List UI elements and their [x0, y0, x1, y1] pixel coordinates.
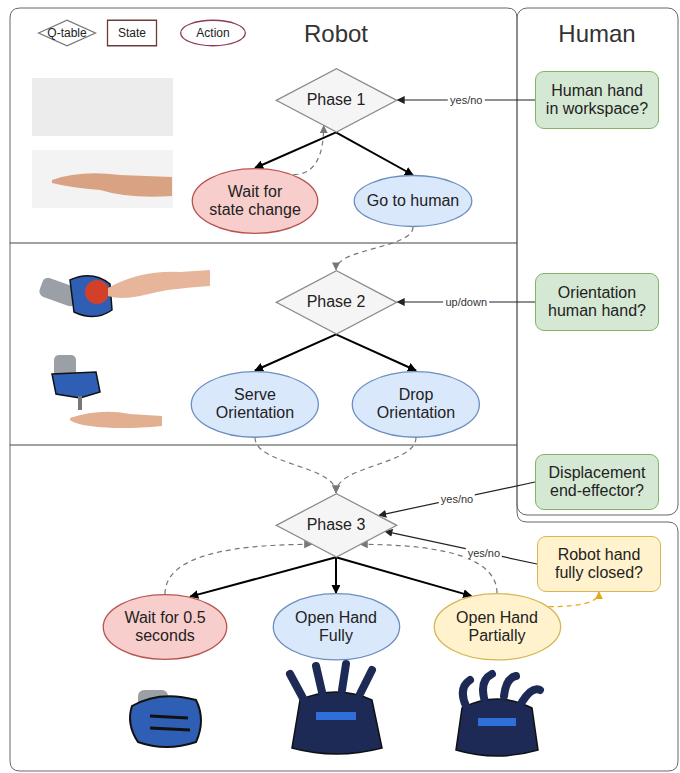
node-text: Phase 1 — [307, 91, 366, 109]
connector-arrow — [549, 592, 599, 607]
node-text: Human hand in workspace? — [545, 82, 649, 119]
phase-divider — [10, 445, 517, 446]
node-text: Phase 3 — [307, 516, 366, 534]
empty-workspace-photo — [32, 78, 173, 136]
human-panel — [517, 8, 678, 515]
legend-item: State — [107, 20, 157, 46]
connector-arrow — [336, 227, 413, 270]
edge-label: up/down — [443, 296, 489, 308]
legend-text: State — [118, 26, 146, 40]
legend-text: Q-table — [47, 26, 86, 40]
connector-arrow — [255, 334, 336, 370]
action-ellipse: Wait for 0.5 seconds — [102, 594, 228, 660]
robot-serve-photo — [38, 270, 210, 317]
connector-arrow — [255, 132, 336, 168]
connector-arrow — [336, 557, 471, 596]
node-text: Drop Orientation — [368, 386, 464, 423]
hand-photo-bg — [32, 150, 173, 208]
connector-arrow — [379, 482, 535, 515]
robot-drop-photo — [52, 355, 162, 428]
action-ellipse: Go to human — [353, 175, 473, 227]
action-ellipse: Open Hand Partially — [433, 593, 562, 661]
node-text: Orientation human hand? — [545, 284, 649, 321]
node-text: Go to human — [367, 192, 460, 210]
node-text: Open Hand Partially — [449, 609, 545, 646]
state-box: Human hand in workspace? — [535, 71, 659, 129]
q-table-diamond: Phase 3 — [275, 493, 398, 558]
edge-label: yes/no — [448, 94, 484, 106]
action-ellipse: Wait for state change — [191, 168, 319, 234]
open-hand-photo — [52, 173, 172, 196]
legend-text: Action — [196, 26, 229, 40]
connector-arrow — [255, 437, 336, 492]
connector-arrow — [385, 531, 537, 564]
robot-panel — [10, 8, 678, 771]
state-box: Orientation human hand? — [535, 273, 659, 331]
q-table-diamond: Phase 1 — [275, 68, 398, 133]
open-glove-photo — [290, 664, 382, 754]
node-text: Displacement end-effector? — [545, 464, 649, 501]
connector-arrow — [336, 334, 416, 370]
partial-glove-photo — [456, 674, 540, 756]
connector-arrow — [293, 126, 323, 175]
phase-divider — [10, 243, 517, 244]
connector-arrow — [165, 544, 311, 594]
region-heading: Human — [558, 20, 635, 48]
node-text: Serve Orientation — [207, 386, 303, 423]
node-text: Phase 2 — [307, 293, 366, 311]
node-text: Open Hand Fully — [288, 609, 384, 646]
connector-arrow — [336, 132, 413, 175]
region-heading: Robot — [304, 20, 368, 48]
edge-label: yes/no — [439, 493, 475, 505]
action-ellipse: Drop Orientation — [351, 371, 481, 438]
action-ellipse: Open Hand Fully — [272, 593, 401, 661]
node-text: Wait for state change — [209, 183, 302, 220]
action-ellipse: Serve Orientation — [190, 371, 320, 438]
edge-label: yes/no — [466, 547, 502, 559]
closed-glove-photo — [130, 690, 201, 747]
connector-arrow — [335, 557, 337, 593]
legend-item: Q-table — [38, 20, 96, 46]
q-table-diamond: Phase 2 — [275, 270, 398, 335]
connector-arrow — [190, 557, 336, 596]
state-box: Displacement end-effector? — [535, 454, 659, 510]
connector-arrow — [336, 437, 416, 492]
state-box: Robot hand fully closed? — [537, 536, 661, 592]
node-text: Robot hand fully closed? — [547, 546, 651, 583]
legend-item: Action — [180, 20, 246, 46]
node-text: Wait for 0.5 seconds — [120, 609, 210, 646]
